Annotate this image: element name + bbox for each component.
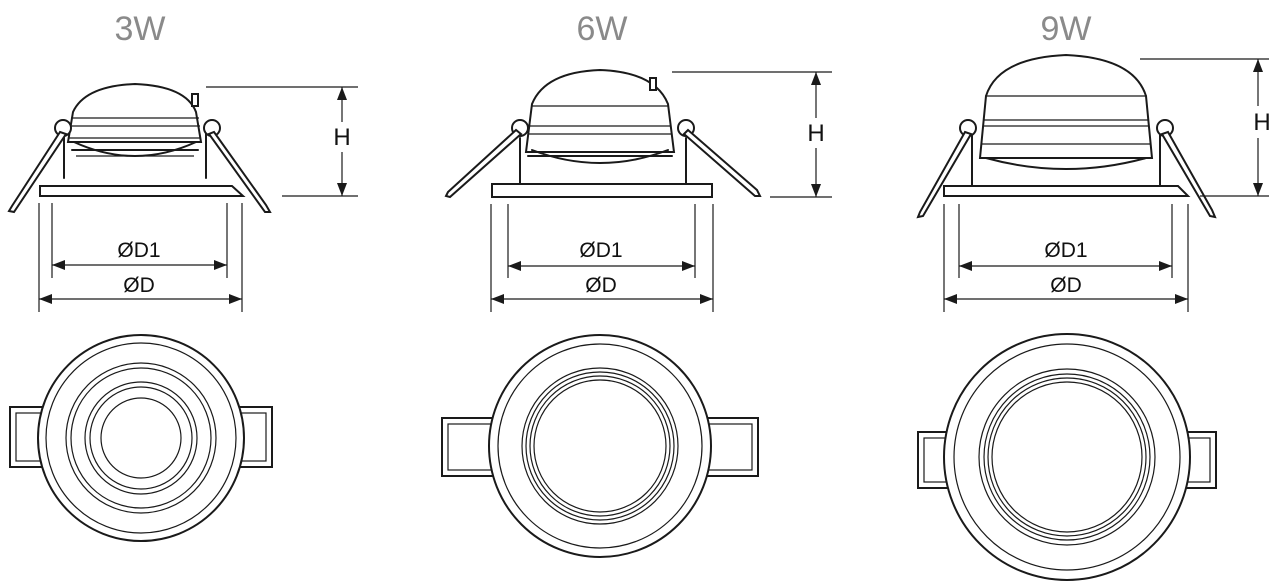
diameter-dimensions-9w: ØD1 ØD — [943, 204, 1189, 312]
d-label: ØD — [123, 274, 155, 297]
product-9w: 9W H — [916, 10, 1269, 581]
h-label: H — [1253, 109, 1269, 136]
product-title: 9W — [1041, 10, 1092, 48]
side-view-3w — [7, 82, 272, 214]
d1-label: ØD1 — [1044, 239, 1087, 262]
diameter-dimensions-6w: ØD1 ØD — [490, 204, 714, 312]
top-view-9w — [917, 333, 1217, 581]
h-label: H — [807, 120, 824, 147]
top-view-6w — [441, 334, 759, 558]
h-dimension-9w: H — [1140, 58, 1269, 197]
side-view-9w — [916, 53, 1217, 219]
product-title: 3W — [115, 10, 166, 48]
d-label: ØD — [585, 274, 617, 297]
product-3w: 3W — [7, 10, 358, 542]
h-dimension-3w: H — [206, 86, 358, 197]
d-label: ØD — [1050, 274, 1082, 297]
h-dimension-6w: H — [672, 71, 832, 198]
diameter-dimensions-3w: ØD1 ØD — [38, 203, 243, 312]
top-view-3w — [9, 334, 273, 542]
d1-label: ØD1 — [579, 239, 622, 262]
h-label: H — [333, 124, 350, 151]
d1-label: ØD1 — [117, 239, 160, 262]
product-title: 6W — [577, 10, 628, 48]
product-6w: 6W H — [441, 10, 832, 558]
side-view-6w — [444, 68, 762, 199]
